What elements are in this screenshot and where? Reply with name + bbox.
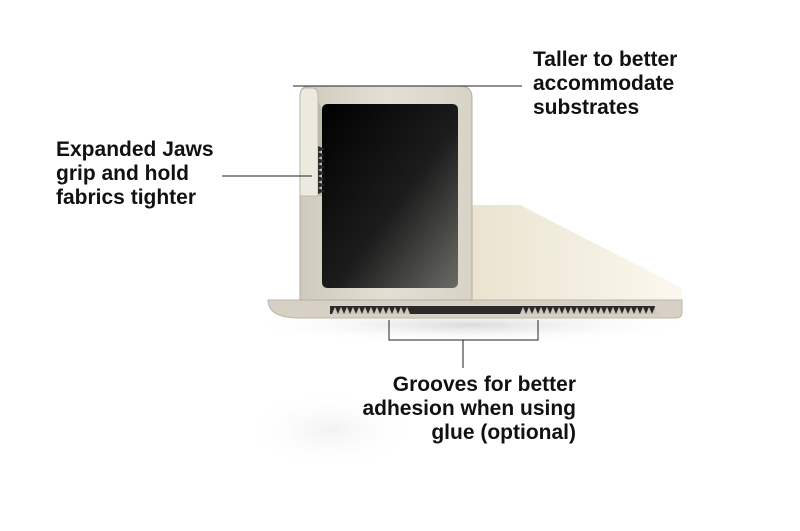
leader-lines	[222, 85, 539, 368]
callout-jaws-line-3: fabrics tighter	[56, 186, 197, 209]
groove-tooth	[604, 307, 610, 314]
groove-tooth	[404, 307, 410, 314]
groove-tooth	[362, 307, 368, 314]
callout-taller-line-2: accommodate	[533, 72, 675, 95]
callout-taller-line-1: Taller to better	[533, 48, 678, 71]
groove-tooth	[646, 307, 652, 314]
jaw-tooth	[318, 176, 325, 182]
jaw-tooth	[318, 158, 325, 164]
callout-grooves-line-3: glue (optional)	[431, 421, 576, 444]
callout-grooves-line-2: adhesion when using	[362, 397, 576, 420]
jaw-tooth	[318, 164, 325, 170]
groove-strip	[330, 306, 655, 314]
flange-body	[470, 205, 682, 300]
groove-tooth	[398, 307, 404, 314]
jaw-lip	[299, 87, 319, 197]
groove-tooth	[350, 307, 356, 314]
groove-tooth	[538, 307, 544, 314]
groove-tooth	[520, 307, 526, 314]
groove-tooth	[344, 307, 350, 314]
callout-expanded-jaws: Expanded Jaws grip and hold fabrics tigh…	[56, 138, 214, 210]
groove-tooth	[368, 307, 374, 314]
jaw-tooth	[318, 170, 325, 176]
groove-tooth	[556, 307, 562, 314]
jaw-tooth	[318, 182, 325, 188]
groove-tooth	[374, 307, 380, 314]
groove-tooth	[332, 307, 338, 314]
groove-tooth	[532, 307, 538, 314]
groove-tooth	[580, 307, 586, 314]
groove-tooth	[550, 307, 556, 314]
callout-grooves: Grooves for better adhesion when using g…	[300, 373, 576, 445]
inner-cavity	[322, 104, 458, 288]
jaw-tooth	[318, 152, 325, 158]
groove-tooth	[652, 307, 658, 314]
groove-tooth	[526, 307, 532, 314]
jaw-teeth	[318, 146, 325, 194]
groove-tooth	[562, 307, 568, 314]
groove-tooth	[586, 307, 592, 314]
groove-tooth	[392, 307, 398, 314]
reflection-shadow	[240, 390, 420, 470]
groove-tooth	[616, 307, 622, 314]
groove-tooth	[568, 307, 574, 314]
callout-grooves-line-1: Grooves for better	[392, 373, 576, 396]
groove-tooth	[386, 307, 392, 314]
jaw-tooth	[318, 146, 325, 152]
groove-tooth	[544, 307, 550, 314]
callout-taller: Taller to better accommodate substrates	[533, 48, 677, 120]
grooves-left	[332, 307, 410, 314]
grooves-right	[520, 307, 658, 314]
groove-tooth	[640, 307, 646, 314]
groove-tooth	[574, 307, 580, 314]
groove-tooth	[356, 307, 362, 314]
jaw-tooth	[318, 188, 325, 194]
callout-taller-line-3: substrates	[533, 96, 640, 119]
groove-tooth	[598, 307, 604, 314]
callout-jaws-line-1: Expanded Jaws	[56, 138, 214, 161]
groove-tooth	[338, 307, 344, 314]
groove-tooth	[622, 307, 628, 314]
groove-tooth	[628, 307, 634, 314]
groove-tooth	[592, 307, 598, 314]
callout-jaws-line-2: grip and hold	[56, 162, 189, 185]
groove-tooth	[380, 307, 386, 314]
groove-tooth	[610, 307, 616, 314]
groove-tooth	[634, 307, 640, 314]
